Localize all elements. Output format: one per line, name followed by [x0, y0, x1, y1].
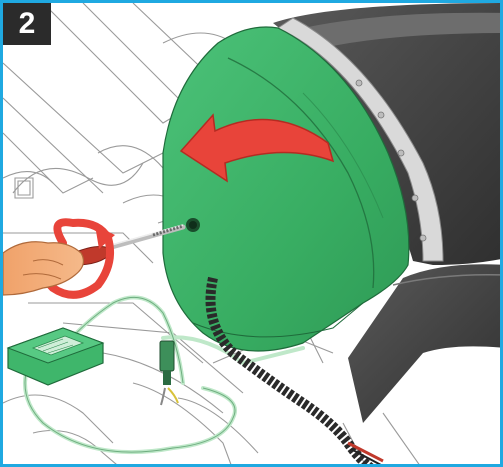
step-number-badge: 2: [3, 3, 51, 45]
control-module: [8, 328, 103, 385]
hand: [3, 242, 83, 295]
red-wire: [348, 443, 383, 461]
screw-hole: [186, 218, 200, 232]
assembly-illustration: [3, 3, 503, 467]
